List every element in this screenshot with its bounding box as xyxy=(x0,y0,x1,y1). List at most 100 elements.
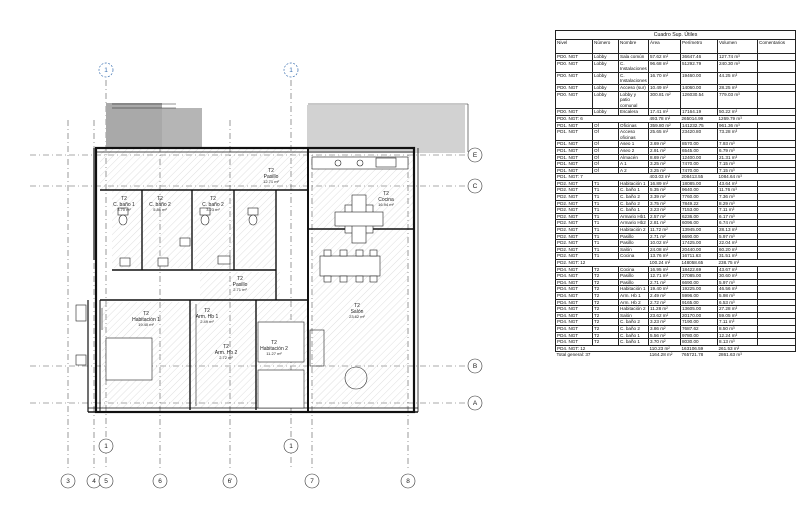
table-cell xyxy=(618,344,649,353)
table-cell: 12400.00 xyxy=(680,153,718,162)
table-cell: Salón xyxy=(618,311,649,320)
table-cell xyxy=(758,352,796,358)
table-cell xyxy=(756,153,797,162)
table-cell: 12.71 m² xyxy=(648,272,681,280)
table-cell xyxy=(757,114,797,123)
table-cell: PD2. NGT xyxy=(555,252,593,260)
table-cell xyxy=(756,128,797,142)
table-cell: 6.53 m³ xyxy=(717,298,758,307)
table-cell: 7.15 m³ xyxy=(717,166,758,175)
room-pasillo-mid: T2 Pasillo 2.71 m² xyxy=(233,276,248,292)
table-cell: 2.71 m² xyxy=(648,232,681,241)
table-cell: PD0. NGT xyxy=(555,59,593,73)
table-cell xyxy=(756,206,797,214)
table-cell: 13.76 m² xyxy=(648,252,681,260)
room-area: 3.70 m² xyxy=(117,207,131,212)
table-cell: 24.08 m² xyxy=(648,245,681,254)
table-cell: 51292.79 xyxy=(680,59,718,73)
table-cell: Total general: 37 xyxy=(556,352,591,358)
table-cell: PD0. NGT xyxy=(555,53,593,61)
table-cell: 5996.00 xyxy=(680,291,718,300)
table-cell: 359.80 m² xyxy=(648,121,681,130)
grid-bubble-label: 7 xyxy=(310,478,314,485)
table-cell xyxy=(756,212,797,221)
table-cell xyxy=(756,252,797,260)
table-cell: 19460.00 xyxy=(680,71,718,85)
table-cell: 6545.00 xyxy=(680,146,718,155)
table-cell: 18085.00 xyxy=(680,179,718,188)
table-cell: 9640.00 xyxy=(680,186,718,195)
table-cell: T2 xyxy=(592,291,619,300)
table-cell: PD2. NGT xyxy=(555,179,593,188)
room-code: T2 xyxy=(383,191,389,197)
table-cell: 7760.00 xyxy=(680,193,718,201)
table-cell: PD4. NGT xyxy=(555,278,593,287)
table-cell: 59.05 m³ xyxy=(717,311,758,320)
table-cell: 27.28 m³ xyxy=(717,305,758,313)
table-cell: 10.49 m² xyxy=(648,83,681,92)
room-code: T2 xyxy=(237,276,243,282)
table-cell: 5.98 m³ xyxy=(717,291,758,300)
table-cell: T2 xyxy=(592,331,619,340)
table-cell xyxy=(756,199,797,208)
table-cell: 30.60 m³ xyxy=(717,272,758,280)
table-cell: PD4. NGT xyxy=(555,331,593,340)
table-cell: 20440.00 xyxy=(680,245,718,254)
table-cell xyxy=(756,305,797,313)
table-cell: 73.28 m³ xyxy=(717,128,758,142)
shaded-area xyxy=(162,108,202,148)
grid-bubble-label: 1 xyxy=(289,443,293,450)
table-cell: PD1. NGT xyxy=(555,140,593,148)
table-cell: 1269.79 m³ xyxy=(717,114,758,123)
room-bano2a: T2 C. baño 2 5.86 m² xyxy=(149,196,171,212)
table-cell: PD2. NGT xyxy=(555,232,593,241)
table-cell: PD0. NGT xyxy=(555,71,593,85)
grid-bubble: E xyxy=(467,147,483,163)
table-cell: PD2. NGT xyxy=(555,219,593,228)
table-cell: Almacén xyxy=(618,153,649,162)
table-cell: A 2 xyxy=(618,166,649,175)
table-cell: 11.28 m² xyxy=(648,305,681,313)
table-cell: 3.25 m² xyxy=(648,160,681,168)
table-cell: PD4. NGT xyxy=(555,324,593,333)
table-cell: 961.36 m³ xyxy=(717,121,758,130)
table-cell: Arm. Hb 2 xyxy=(618,298,649,307)
table-cell: 16.89 m² xyxy=(648,179,681,188)
grid-bubble-label: B xyxy=(473,363,477,370)
table-cell xyxy=(756,121,797,130)
table-cell xyxy=(756,232,797,241)
room-labels: T2 Pasillo 12.71 m² T2 Cocina 16.94 m² T… xyxy=(113,168,394,360)
table-cell: PD2. NGT xyxy=(555,226,593,234)
room-name: Salón xyxy=(351,309,364,315)
grid-bubble: 7 xyxy=(304,473,320,489)
shaded-area xyxy=(106,103,162,148)
table-cell xyxy=(756,179,797,188)
table-cell: 43.64 m³ xyxy=(717,179,758,188)
table-cell: 11.76 m³ xyxy=(717,186,758,195)
table-cell: 44.25 m³ xyxy=(717,71,758,85)
grid-bubble: 4 xyxy=(86,473,102,489)
table-cell: Lobby xyxy=(592,53,619,61)
table-cell: 765721.78 xyxy=(681,352,704,358)
shaded-area xyxy=(307,105,465,153)
table-cell xyxy=(757,344,797,353)
table-cell xyxy=(756,53,797,61)
room-cocina: T2 Cocina 16.94 m² xyxy=(378,191,394,207)
table-cell: 21.31 m³ xyxy=(717,153,758,162)
table-cell: 7.93 m³ xyxy=(717,140,758,148)
grid-bubble: 1 xyxy=(283,62,299,78)
